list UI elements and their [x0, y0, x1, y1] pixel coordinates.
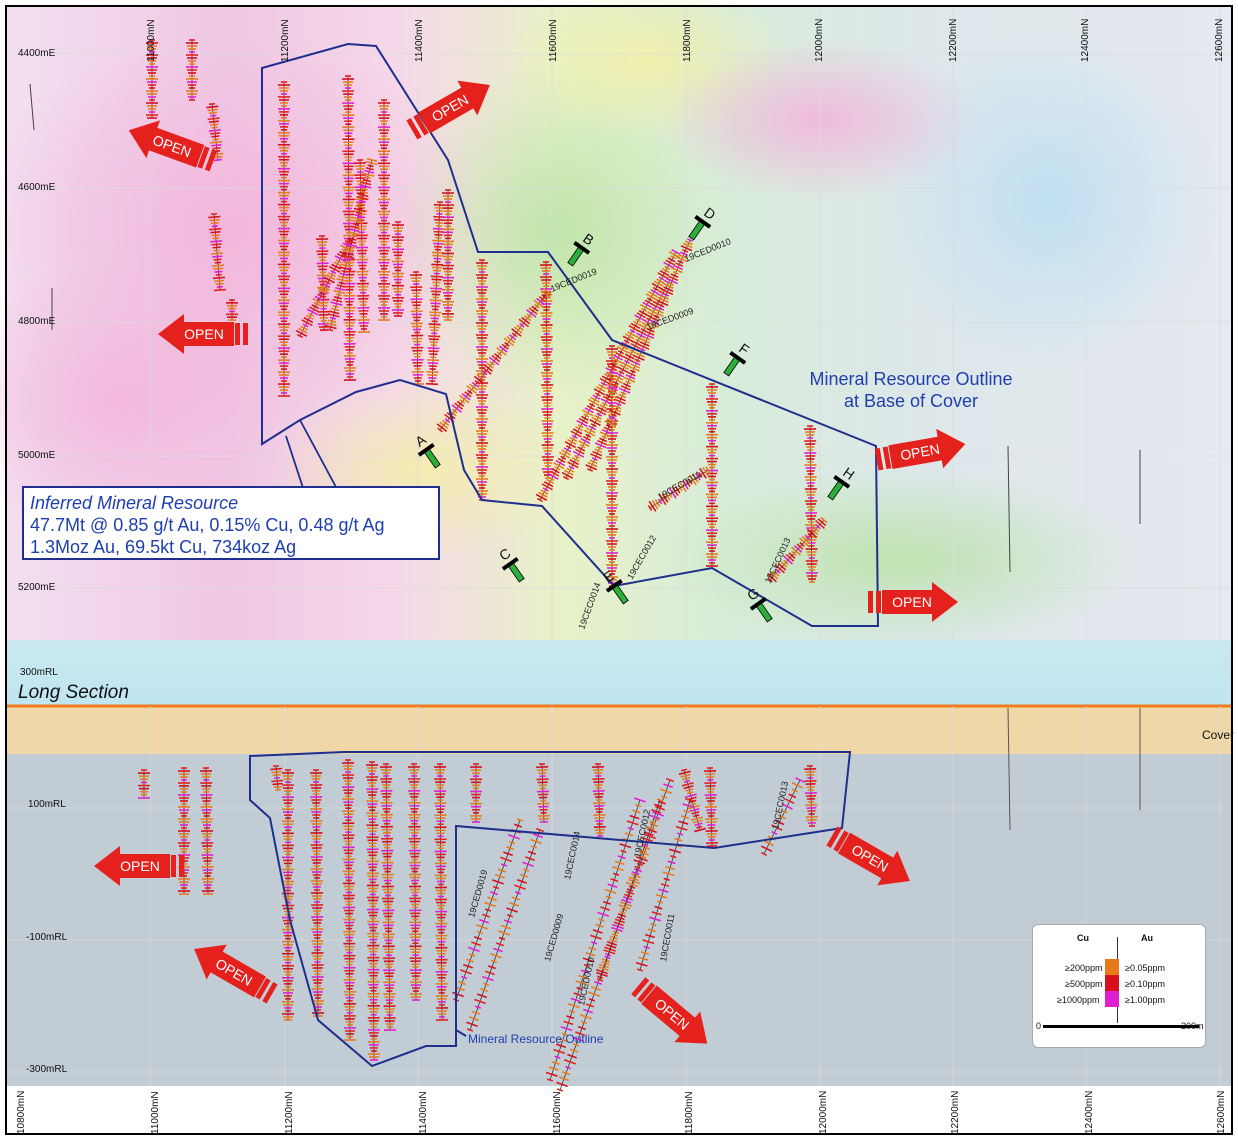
legend-swatch-high: [1105, 991, 1119, 1007]
northing-tick-11800: 11800mN: [682, 19, 693, 62]
legend-au-mid: ≥0.10ppm: [1125, 979, 1165, 989]
legend-cu-low: ≥200ppm: [1065, 963, 1103, 973]
ls-northing-tick-12600: 12600mN: [1216, 1090, 1227, 1134]
northing-tick-12400: 12400mN: [1080, 18, 1091, 62]
callout-grade: 47.7Mt @ 0.85 g/t Au, 0.15% Cu, 0.48 g/t…: [30, 515, 385, 535]
ls-northing-tick-12000: 12000mN: [818, 1090, 829, 1134]
section-marker-A: A: [412, 431, 441, 469]
ls-northing-tick-11200: 11200mN: [284, 1091, 295, 1134]
ls-northing-tick-11000: 11000mN: [150, 1091, 161, 1134]
cover-label: Cover: [1201, 728, 1234, 742]
ls-northing-tick-12400: 12400mN: [1084, 1090, 1095, 1134]
legend-cu-mid: ≥500ppm: [1065, 979, 1103, 989]
easting-tick-4800: 4800mE: [18, 316, 56, 327]
rl-tick-minus300: -300mRL: [26, 1064, 68, 1075]
northing-tick-11200: 11200mN: [280, 19, 291, 62]
resource-outline-label: Mineral Resource Outline at Base of Cove…: [809, 369, 1013, 411]
northing-tick-11000: 11000mN: [146, 19, 157, 62]
rl-tick-minus100: -100mRL: [26, 932, 68, 943]
grade-legend: Cu Au ≥200ppm ≥500ppm ≥1000ppm ≥0.05ppm …: [1032, 924, 1206, 1048]
ls-northing-tick-10800: 10800mN: [16, 1090, 27, 1134]
open-arrow: OPEN: [868, 582, 958, 622]
callout-metal: 1.3Moz Au, 69.5kt Cu, 734koz Ag: [30, 537, 297, 557]
easting-tick-5200: 5200mE: [18, 582, 56, 593]
plan-lower-band: [6, 640, 1232, 706]
legend-swatch-mid: [1105, 975, 1119, 991]
long-section-outline-label: Mineral Resource Outline: [468, 1032, 604, 1046]
northing-tick-12200: 12200mN: [948, 18, 959, 62]
open-label: OPEN: [899, 441, 941, 464]
callout-title: Inferred Mineral Resource: [30, 493, 239, 513]
resource-outline-plan: [261, 42, 880, 627]
open-arrow: OPEN: [94, 846, 184, 886]
legend-au-high: ≥1.00ppm: [1125, 995, 1165, 1005]
easting-tick-5000: 5000mE: [18, 450, 56, 461]
long-section-title: Long Section: [18, 682, 129, 703]
rl-tick-300: 300mRL: [20, 667, 58, 678]
ls-northing-tick-11800: 11800mN: [684, 1091, 695, 1134]
rl-tick-100: 100mRL: [28, 799, 66, 810]
resource-outline-long-section: [249, 751, 852, 1068]
northing-tick-11600: 11600mN: [548, 19, 559, 62]
open-label: OPEN: [120, 858, 160, 874]
legend-cu-high: ≥1000ppm: [1057, 995, 1100, 1005]
legend-scale-bar: [1043, 1025, 1199, 1028]
open-arrow: OPEN: [874, 428, 966, 471]
ls-northing-tick-11600: 11600mN: [552, 1091, 563, 1134]
legend-swatch-low: [1105, 959, 1119, 975]
legend-au-low: ≥0.05ppm: [1125, 963, 1165, 973]
map-frame: [5, 5, 1233, 1135]
open-label: OPEN: [892, 594, 932, 610]
ls-northing-tick-11400: 11400mN: [418, 1091, 429, 1134]
section-marker-E: E: [600, 567, 629, 605]
cover-layer: [6, 706, 1232, 754]
inferred-resource-callout: Inferred Mineral Resource 47.7Mt @ 0.85 …: [22, 486, 440, 560]
open-arrow: OPEN: [158, 314, 248, 354]
open-label: OPEN: [184, 326, 224, 342]
easting-tick-4400: 4400mE: [18, 48, 56, 59]
legend-cu-header: Cu: [1077, 933, 1089, 943]
legend-au-header: Au: [1141, 933, 1153, 943]
easting-tick-4600: 4600mE: [18, 182, 56, 193]
ls-northing-tick-12200: 12200mN: [950, 1090, 961, 1134]
northing-tick-12000: 12000mN: [814, 18, 825, 62]
drill-traces-plan: [29, 39, 1141, 587]
drill-traces-long-section: [138, 707, 1141, 1092]
northing-tick-12600: 12600mN: [1214, 18, 1225, 62]
northing-tick-11400: 11400mN: [414, 19, 425, 62]
legend-scale-end: 200m: [1181, 1021, 1204, 1031]
legend-scale-start: 0: [1036, 1021, 1042, 1031]
